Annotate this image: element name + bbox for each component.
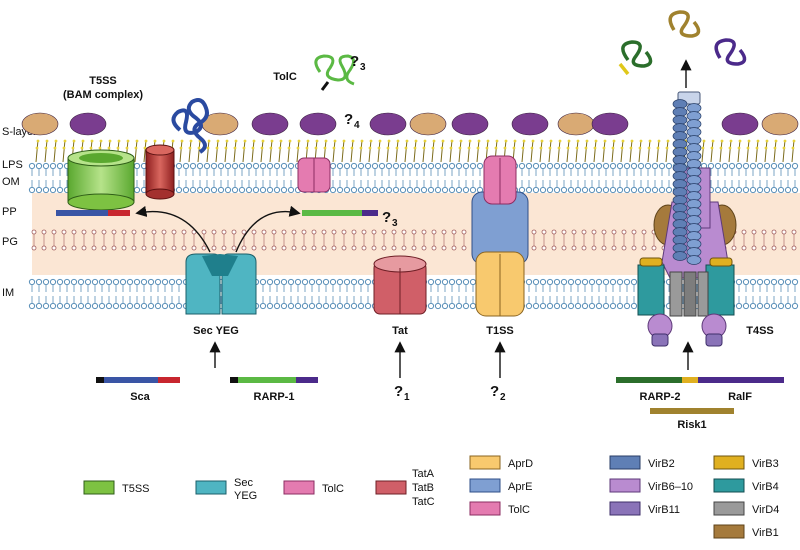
svg-text:?: ?: [382, 209, 391, 226]
legend-label-tatb: TatB: [412, 482, 434, 494]
ralf-substrate-bar: [698, 377, 784, 383]
legend-swatch-tolc: [283, 480, 315, 495]
svg-text:?: ?: [350, 53, 359, 70]
legend-swatch-virb4: [713, 478, 745, 493]
tolc-label: TolC: [273, 71, 297, 83]
s-layer-proteins: [21, 112, 799, 136]
tat-channel: [373, 255, 427, 315]
risk1-secreted-protein: [668, 10, 701, 38]
unknown-pathway-1: ?1: [394, 383, 410, 403]
membranes: [28, 139, 799, 310]
legend-swatch-virb2: [609, 455, 641, 470]
legend-swatch-tolc-2: [469, 501, 501, 516]
svg-text:?: ?: [344, 111, 353, 128]
legend-swatch-virb6-10: [609, 478, 641, 493]
t5ss-barrel: [67, 149, 135, 211]
label-lps: LPS: [2, 159, 23, 171]
sec-yeg-channel: [185, 253, 257, 315]
rarp2-label: RARP-2: [640, 391, 681, 403]
legend-label-tata: TatA: [412, 468, 435, 480]
rarp2-secreted-tail: [618, 62, 630, 76]
legend-swatch-tat: [375, 480, 407, 495]
label-om: OM: [2, 176, 20, 188]
unknown-pathway-3-tolc: ?3: [350, 53, 366, 73]
legend-swatch-virb4-grey: [713, 501, 745, 516]
rarp1-substrate-bar: [230, 377, 318, 383]
t4ss-label: T4SS: [746, 325, 774, 337]
rarp1-periplasm-bar: [302, 210, 378, 216]
svg-text:1: 1: [404, 392, 410, 403]
unknown-pathway-3-periplasm: ?3: [382, 209, 398, 229]
svg-text:3: 3: [392, 218, 398, 229]
sca-passenger-protein: [171, 98, 209, 154]
legend-label-sec: Sec: [234, 477, 253, 489]
arrow-sec-to-rarp1: [235, 205, 301, 253]
sca-substrate-bar: [96, 377, 180, 383]
sec-yeg-label: Sec YEG: [193, 325, 239, 337]
sca-barrel: [145, 144, 175, 200]
svg-text:?: ?: [394, 383, 403, 400]
legend-label-apre: AprE: [508, 481, 532, 493]
t4ss-complex: [637, 91, 737, 347]
risk1-substrate-bar: [650, 408, 734, 414]
label-pg: PG: [2, 236, 18, 248]
legend-swatch-virb1: [713, 524, 745, 539]
svg-text:3: 3: [360, 62, 366, 73]
legend-swatch-virb11: [609, 501, 641, 516]
arrow-sec-to-sca: [135, 205, 211, 253]
legend-label-t5ss: T5SS: [122, 483, 150, 495]
unknown-pathway-2: ?2: [490, 383, 506, 403]
t1ss-label: T1SS: [486, 325, 514, 337]
legend-label-virb4: VirB4: [752, 481, 779, 493]
tolc-om-channel: [297, 157, 331, 193]
legend-swatch-apre: [469, 478, 501, 493]
risk1-label: Risk1: [677, 419, 706, 431]
label-im: IM: [2, 287, 14, 299]
rarp2-substrate-bar: [616, 377, 708, 383]
label-pp: PP: [2, 206, 17, 218]
legend-swatch-virb3: [713, 455, 745, 470]
t4ss-pilus: [672, 99, 702, 265]
legend-swatch-sec-yeg: [195, 480, 227, 495]
legend-swatch-t5ss: [83, 480, 115, 495]
t5ss-sublabel: (BAM complex): [63, 89, 143, 101]
rarp1-label: RARP-1: [254, 391, 295, 403]
legend: T5SS Sec YEG TolC TatA TatB TatC AprD Ap…: [83, 455, 779, 539]
tolc-secreted-protein: [314, 54, 355, 86]
unknown-pathway-4: ?4: [344, 111, 360, 131]
t1ss-complex: [471, 155, 529, 317]
legend-label-virb1: VirB1: [752, 527, 779, 539]
legend-label-tatc: TatC: [412, 496, 435, 508]
legend-label-virb6-10: VirB6–10: [648, 481, 693, 493]
svg-text:2: 2: [500, 392, 506, 403]
ralf-secreted-protein: [714, 38, 747, 66]
legend-label-virb3: VirB3: [752, 458, 779, 470]
tat-label: Tat: [392, 325, 408, 337]
t5ss-label: T5SS: [89, 75, 117, 87]
tolc-secreted-tail: [320, 81, 330, 91]
legend-swatch-aprd: [469, 455, 501, 470]
legend-label-virb2: VirB2: [648, 458, 675, 470]
sca-periplasm-bar: [56, 210, 130, 216]
legend-label-virb11: VirB11: [648, 504, 680, 516]
legend-label-vird4: VirD4: [752, 504, 779, 516]
rarp2-secreted-protein: [621, 40, 653, 68]
legend-label-tolc-2: TolC: [508, 504, 530, 516]
legend-label-yeg: YEG: [234, 490, 257, 502]
sca-label: Sca: [130, 391, 150, 403]
legend-label-aprd: AprD: [508, 458, 533, 470]
legend-label-tolc: TolC: [322, 483, 344, 495]
svg-text:4: 4: [354, 120, 360, 131]
svg-text:?: ?: [490, 383, 499, 400]
ralf-label: RalF: [728, 391, 752, 403]
